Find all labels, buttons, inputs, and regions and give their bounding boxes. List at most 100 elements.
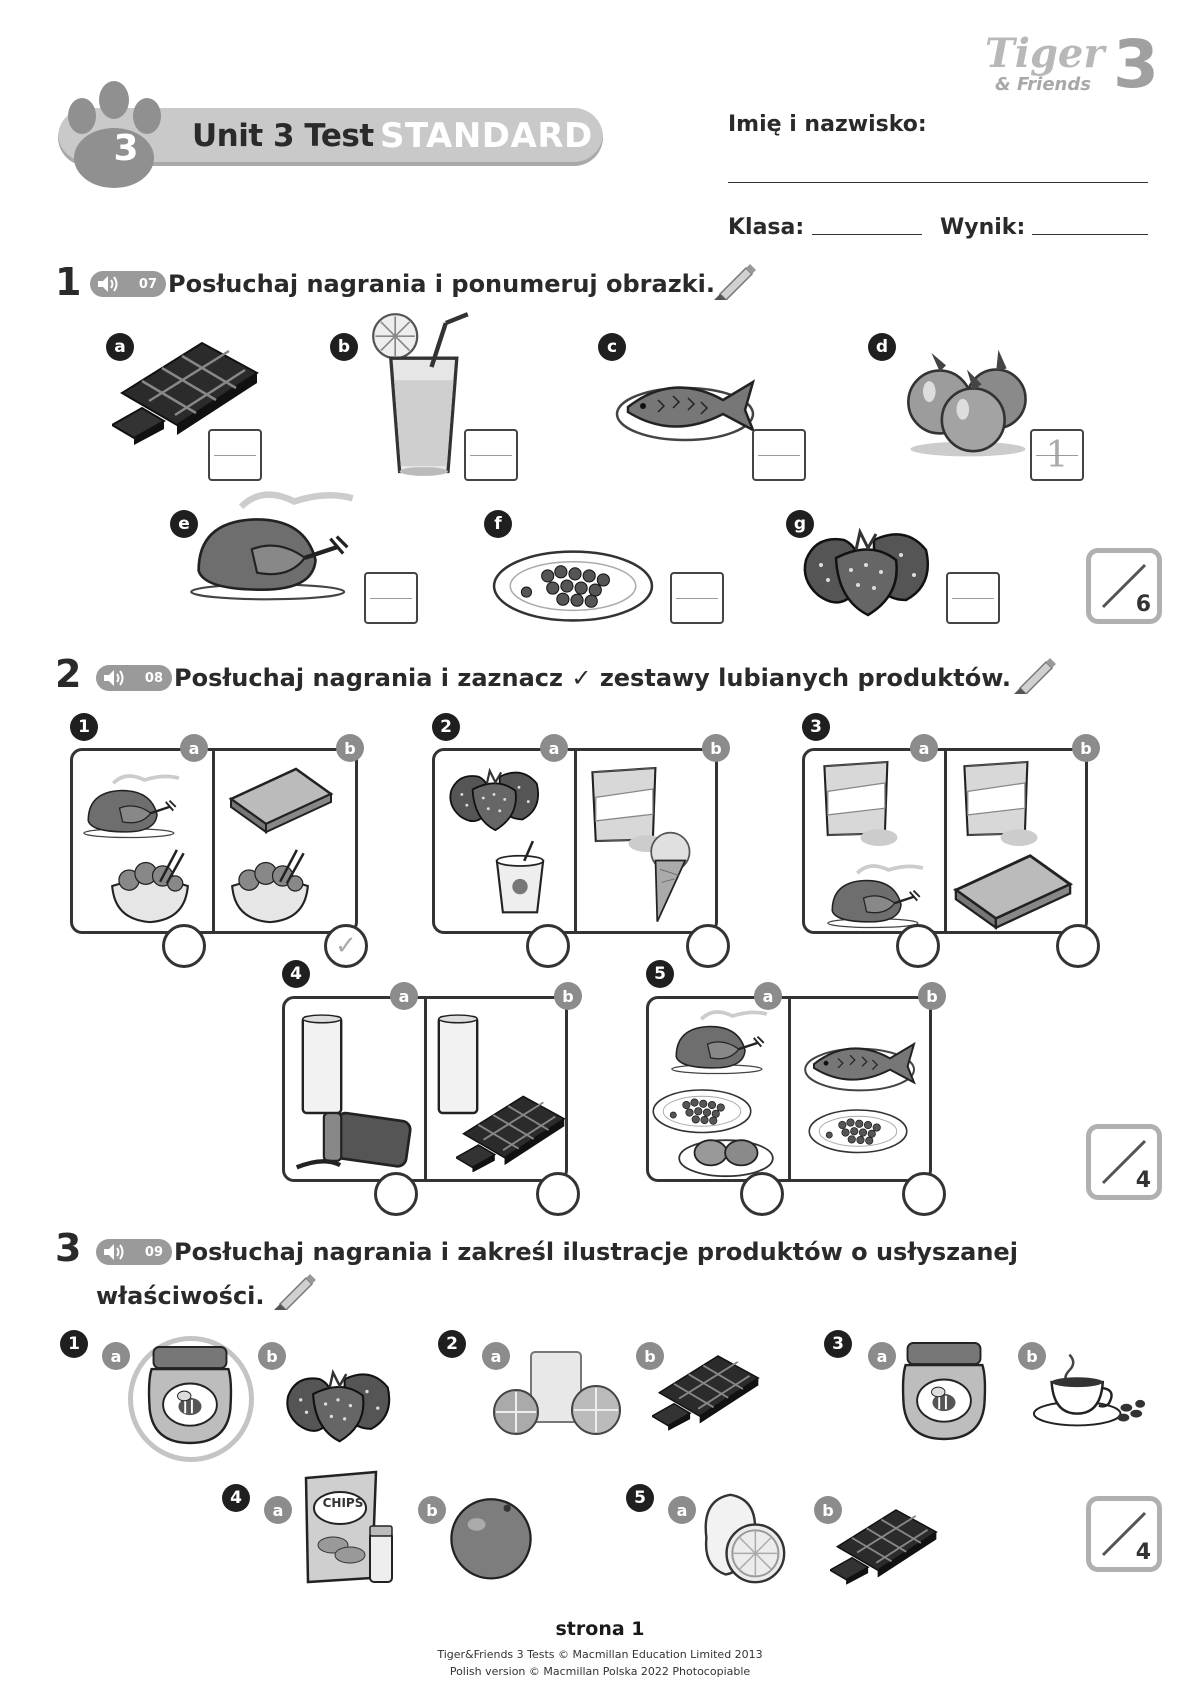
set-number: 4 — [282, 960, 310, 988]
result-field[interactable] — [1032, 234, 1148, 235]
audio-track-badge[interactable]: 08 — [96, 665, 172, 691]
answer-circle-a[interactable] — [896, 924, 940, 968]
option-a-label: a — [540, 734, 568, 762]
answer-circle-b[interactable]: ✓ — [324, 924, 368, 968]
set-divider — [424, 996, 427, 1182]
paw-icon — [68, 81, 161, 188]
lemon-icon[interactable] — [692, 1490, 788, 1586]
set-number: 5 — [646, 960, 674, 988]
item-letter: d — [868, 333, 896, 361]
speaker-icon — [102, 668, 126, 688]
pencil-icon — [272, 1270, 316, 1310]
sandwich-icon — [950, 850, 1076, 930]
option-b-label: b — [418, 1496, 446, 1524]
roast-chicken-icon — [670, 1006, 770, 1076]
honey-jar-icon[interactable] — [142, 1342, 238, 1448]
strawberries-icon[interactable] — [280, 1362, 396, 1446]
set-number: 2 — [432, 713, 460, 741]
salad-bowl-icon — [108, 848, 192, 924]
set-divider — [788, 996, 791, 1182]
series-logo: Tiger & Friends 3 — [985, 26, 1159, 103]
answer-circle-b[interactable] — [902, 1172, 946, 1216]
answer-circle-a[interactable] — [374, 1172, 418, 1216]
class-field[interactable] — [812, 234, 922, 235]
option-b-label: b — [554, 982, 582, 1010]
option-b-label: b — [814, 1496, 842, 1524]
exercise-instruction: Posłuchaj nagrania i zaznacz ✓ zestawy l… — [174, 664, 1011, 692]
strawberries-icon — [444, 762, 544, 834]
orange-juice-icon[interactable] — [486, 1350, 626, 1440]
apples-icon — [900, 344, 1036, 460]
ice-cream-icon — [630, 830, 702, 926]
answer-circle-b[interactable] — [536, 1172, 580, 1216]
answer-box[interactable]: 1 — [1030, 429, 1084, 481]
option-a-label: a — [868, 1342, 896, 1370]
option-b-label: b — [702, 734, 730, 762]
crisps-bag-icon — [956, 756, 1040, 852]
answer-circle-b[interactable] — [1056, 924, 1100, 968]
item-letter: f — [484, 510, 512, 538]
unit-title: Unit 3 Test — [192, 118, 374, 154]
item-number: 5 — [626, 1484, 654, 1512]
name-field[interactable] — [728, 182, 1148, 183]
item-number: 1 — [60, 1330, 88, 1358]
answer-box[interactable] — [946, 572, 1000, 624]
pencil-icon — [712, 260, 756, 300]
yoghurt-icon — [490, 836, 550, 920]
answer-circle-a[interactable] — [526, 924, 570, 968]
coffee-cup-icon[interactable] — [1030, 1352, 1148, 1432]
copyright-line: Tiger&Friends 3 Tests © Macmillan Educat… — [437, 1648, 763, 1661]
answer-circle-b[interactable] — [686, 924, 730, 968]
pencil-icon — [1012, 654, 1056, 694]
option-a-label: a — [754, 982, 782, 1010]
item-letter: c — [598, 333, 626, 361]
honey-jar-icon[interactable] — [896, 1338, 992, 1444]
fish-plate-icon — [606, 352, 770, 452]
crisps-bag-icon — [816, 756, 900, 852]
audio-track-badge[interactable]: 07 — [90, 271, 166, 297]
option-a-label: a — [910, 734, 938, 762]
item-number: 4 — [222, 1484, 250, 1512]
strawberries-icon — [796, 520, 936, 620]
exercise-number: 2 — [55, 652, 82, 696]
option-b-label: b — [918, 982, 946, 1010]
option-a-label: a — [482, 1342, 510, 1370]
orange-icon[interactable] — [446, 1492, 536, 1582]
sandwich-icon — [226, 764, 336, 834]
exercise-number: 1 — [55, 260, 82, 304]
peas-plate-icon — [492, 542, 654, 626]
answer-circle-a[interactable] — [740, 1172, 784, 1216]
answer-box[interactable] — [670, 572, 724, 624]
item-letter: b — [330, 333, 358, 361]
set-number: 1 — [70, 713, 98, 741]
roast-chicken-icon — [82, 770, 182, 840]
chocolate-bar-icon[interactable] — [830, 1500, 940, 1586]
crisps-brand-label: CHIPS — [322, 1496, 364, 1510]
speaker-icon — [96, 274, 120, 294]
option-b-label: b — [1072, 734, 1100, 762]
option-a-label: a — [180, 734, 208, 762]
answer-box[interactable] — [752, 429, 806, 481]
fish-plate-icon — [802, 1020, 922, 1100]
answer-box[interactable] — [208, 429, 262, 481]
audio-track-badge[interactable]: 09 — [96, 1239, 172, 1265]
chocolate-bar-icon[interactable] — [652, 1346, 762, 1432]
option-b-label: b — [636, 1342, 664, 1370]
answer-box[interactable] — [464, 429, 518, 481]
page-label: strona 1 — [555, 1618, 645, 1640]
roast-chicken-icon — [188, 484, 358, 604]
juice-glass-icon — [360, 312, 470, 477]
item-number: 3 — [824, 1330, 852, 1358]
option-b-label: b — [336, 734, 364, 762]
answer-box[interactable] — [364, 572, 418, 624]
option-a-label: a — [668, 1496, 696, 1524]
item-letter: a — [106, 333, 134, 361]
crisps-salt-icon[interactable] — [298, 1470, 398, 1590]
unit-level: STANDARD — [380, 116, 593, 156]
unit-number: 3 — [113, 128, 139, 169]
answer-circle-a[interactable] — [162, 924, 206, 968]
option-a-label: a — [264, 1496, 292, 1524]
score-box: 6 — [1086, 548, 1162, 624]
option-b-label: b — [258, 1342, 286, 1370]
potatoes-plate-icon — [676, 1124, 776, 1178]
